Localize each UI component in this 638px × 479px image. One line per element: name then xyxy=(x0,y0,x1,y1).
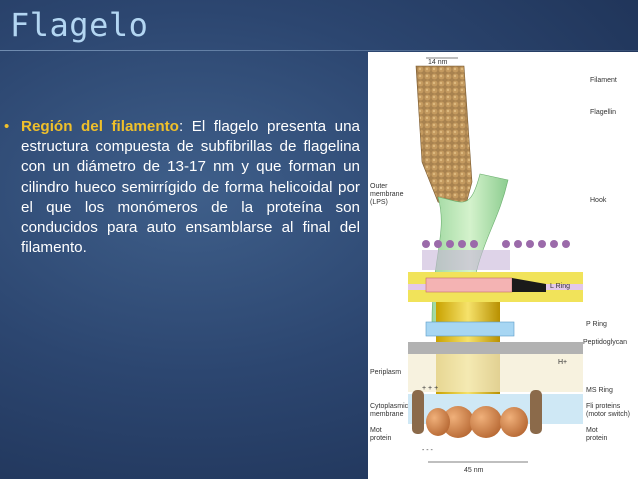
mot-protein-left-label-1: Mot xyxy=(370,427,382,434)
bullet-heading: Región del filamento xyxy=(21,118,179,135)
filament-shape xyxy=(415,65,473,213)
dim-bottom-label: 45 nm xyxy=(464,467,484,474)
outer-membrane-label-3: (LPS) xyxy=(370,199,388,206)
h-plus-label: H+ xyxy=(558,359,567,366)
outer-membrane-lower xyxy=(408,290,583,302)
flagellin-label: Flagellin xyxy=(590,109,616,116)
plus-signs-label: + + + xyxy=(422,385,438,392)
periplasm-region xyxy=(408,354,583,392)
bullet-body: El flagelo presenta una estructura compu… xyxy=(21,118,360,257)
l-ring-label: L Ring xyxy=(550,283,570,290)
outer-membrane-label-1: Outer xyxy=(370,183,388,190)
p-ring-shape xyxy=(425,321,515,337)
l-ring-wedge xyxy=(512,278,546,292)
mot-protein-right-label-2: protein xyxy=(586,435,608,442)
bullet-text: Región del filamento: El flagelo present… xyxy=(21,117,360,258)
dim-top-label: 14 nm xyxy=(428,59,448,66)
outer-membrane-label-2: membrane xyxy=(370,191,404,198)
ms-ring-shape xyxy=(426,406,528,438)
mot-protein-left-shape xyxy=(412,390,424,434)
title-divider xyxy=(0,50,638,51)
mot-protein-left-label-2: protein xyxy=(370,435,392,442)
ms-ring-label: MS Ring xyxy=(586,387,613,394)
fli-proteins-label-1: Fli proteins xyxy=(586,403,621,410)
p-ring-label: P Ring xyxy=(586,321,607,328)
mot-protein-right-label-1: Mot xyxy=(586,427,598,434)
l-ring-shape xyxy=(425,277,513,293)
flagellum-svg: 14 nm xyxy=(370,57,630,474)
bullet-item: • Región del filamento: El flagelo prese… xyxy=(4,117,360,258)
bullet-colon: : xyxy=(178,118,184,135)
bullet-glyph: • xyxy=(4,118,10,135)
flagellum-diagram: 14 nm xyxy=(368,52,638,479)
peptidoglycan-shape xyxy=(408,342,583,354)
cytoplasmic-membrane-label-1: Cytoplasmic xyxy=(370,403,409,410)
mot-protein-right-shape xyxy=(530,390,542,434)
minus-signs-label: - - - xyxy=(422,447,434,454)
peptidoglycan-label: Peptidoglycan xyxy=(583,339,627,346)
cytoplasmic-membrane-label-2: membrane xyxy=(370,411,404,418)
fli-proteins-label-2: (motor switch) xyxy=(586,411,630,418)
slide-title: Flagelo xyxy=(10,6,149,44)
filament-label: Filament xyxy=(590,77,617,84)
periplasm-label: Periplasm xyxy=(370,369,401,376)
hook-label: Hook xyxy=(590,197,607,204)
lps-layer xyxy=(422,240,570,270)
